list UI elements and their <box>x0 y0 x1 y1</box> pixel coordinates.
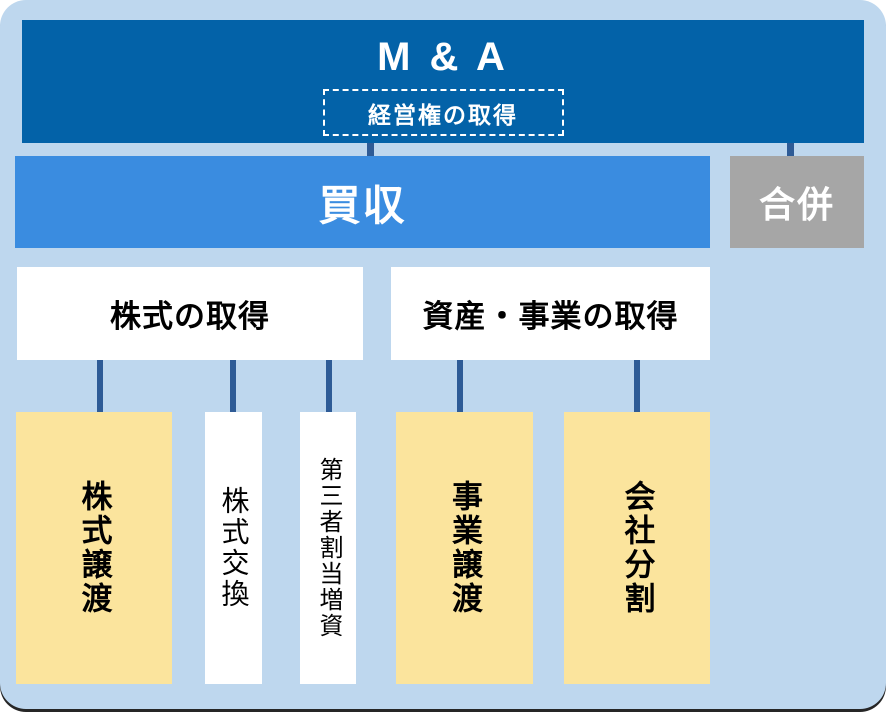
share-acquisition-label: 株式の取得 <box>110 299 270 334</box>
node-business-transfer: 事業譲渡 <box>396 412 533 684</box>
node-merger: 合併 <box>730 156 864 248</box>
merger-label: 合併 <box>758 184 835 225</box>
connector-to-company-split <box>634 360 640 412</box>
ma-title: M & A <box>377 35 509 79</box>
connector-to-share-transfer <box>97 360 103 412</box>
connector-root-to-acquisition <box>367 143 374 157</box>
company-split-label: 会社分割 <box>619 480 655 616</box>
connector-to-share-exchange <box>230 360 236 412</box>
node-share-exchange: 株式交換 <box>205 412 262 684</box>
ma-subtitle: 経営権の取得 <box>368 101 518 128</box>
connector-root-to-merger <box>787 143 794 158</box>
node-company-split: 会社分割 <box>564 412 710 684</box>
node-asset-business-acquisition: 資産・事業の取得 <box>391 267 710 360</box>
acquisition-label: 買収 <box>318 181 407 229</box>
node-third-party-allotment: 第三者割当増資 <box>300 412 356 684</box>
third-party-allotment-label: 第三者割当増資 <box>315 457 342 639</box>
connector-to-third-party-allotment <box>326 360 332 412</box>
node-ma-root: M & A 経営権の取得 <box>22 20 864 143</box>
asset-business-acquisition-label: 資産・事業の取得 <box>422 299 679 334</box>
share-exchange-label: 株式交換 <box>218 486 250 610</box>
share-transfer-label: 株式譲渡 <box>76 480 112 616</box>
node-acquisition: 買収 <box>15 156 710 248</box>
connector-to-business-transfer <box>457 360 463 412</box>
business-transfer-label: 事業譲渡 <box>447 480 482 616</box>
node-share-transfer: 株式譲渡 <box>16 412 172 684</box>
ma-subtitle-dashed-box: 経営権の取得 <box>322 89 564 136</box>
node-share-acquisition: 株式の取得 <box>17 267 363 360</box>
